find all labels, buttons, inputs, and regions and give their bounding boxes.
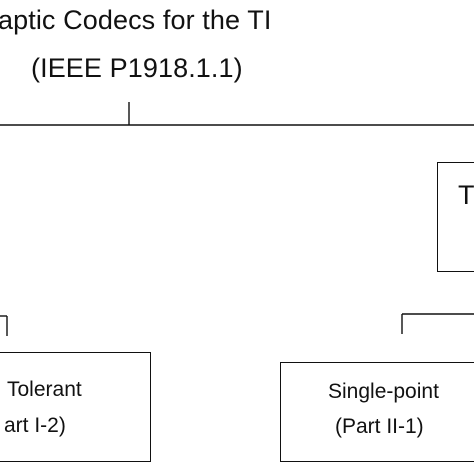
diagram-title-line-2: (IEEE P1918.1.1) (31, 53, 243, 83)
node-box-center-bottom (280, 362, 474, 462)
node-label-left-bottom-line-1: Tolerant (7, 378, 82, 401)
diagram-title-line-1: aptic Codecs for the TI (0, 5, 272, 35)
node-label-center-bottom-line-2: (Part II-1) (335, 415, 424, 438)
node-label-center-bottom-line-1: Single-point (328, 380, 439, 403)
node-label-right-top: T (458, 180, 474, 210)
node-label-left-bottom-line-2: art I-2) (4, 414, 66, 437)
node-box-left-bottom (0, 352, 151, 462)
node-box-right-top (437, 162, 474, 272)
